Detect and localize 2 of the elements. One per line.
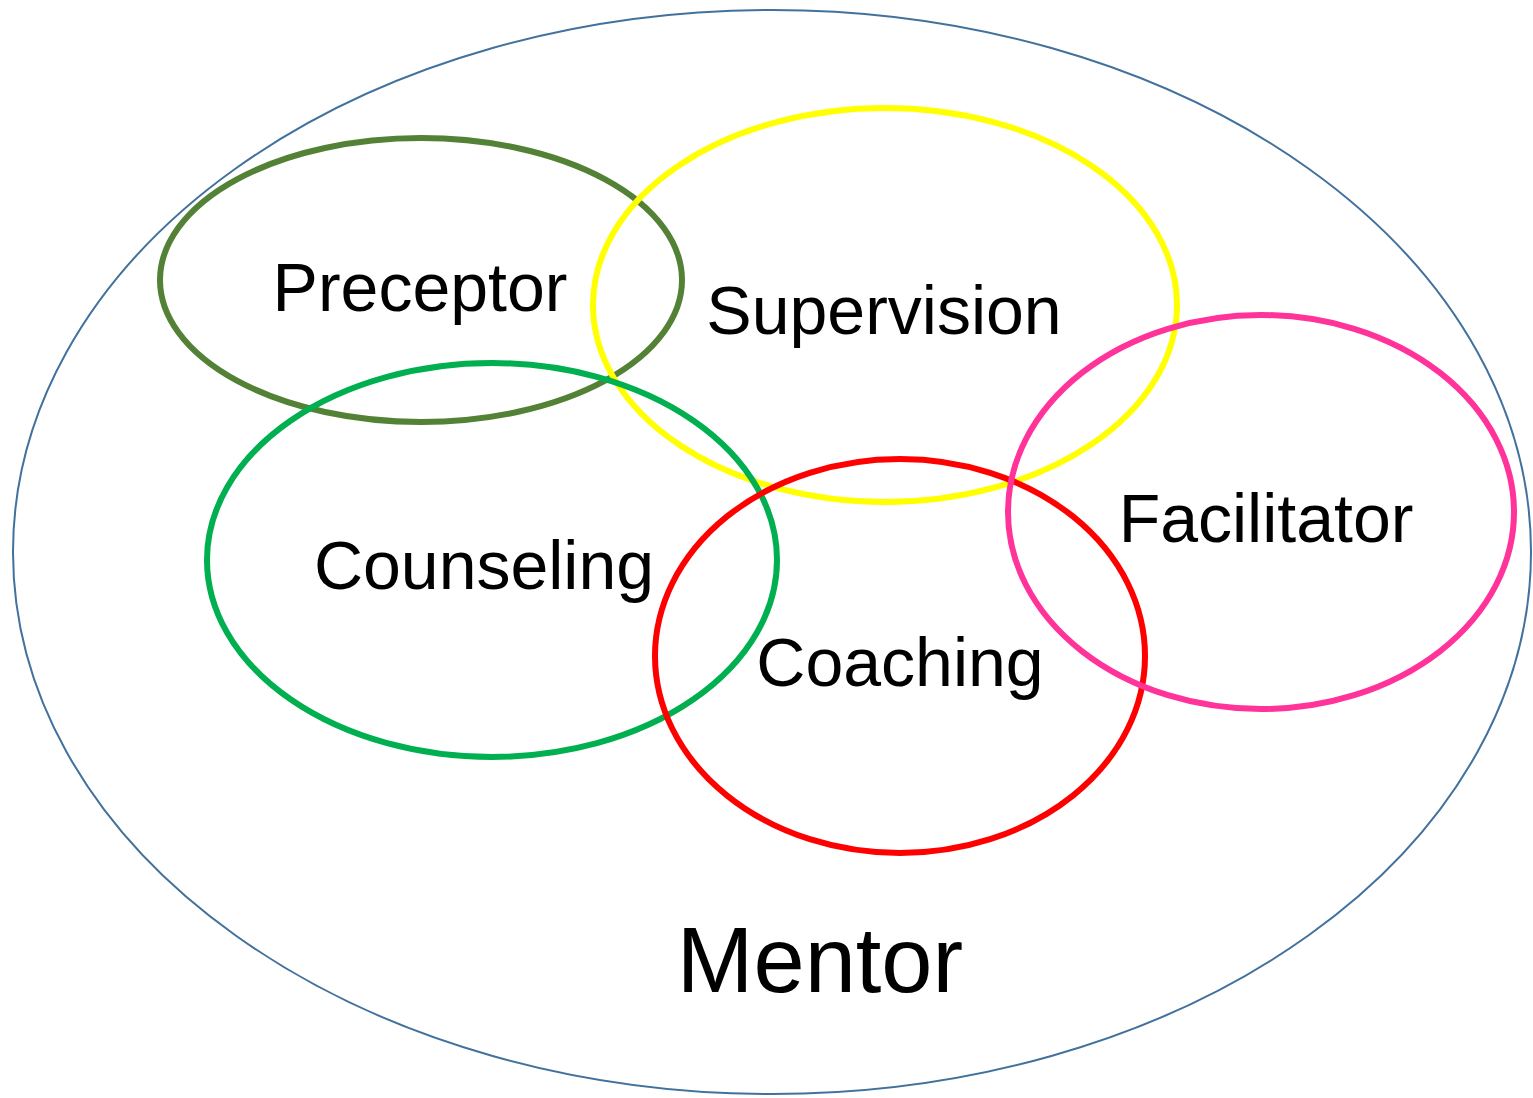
ellipse-label: Facilitator [1118, 484, 1414, 552]
ellipse-label: Mentor [676, 914, 964, 1006]
